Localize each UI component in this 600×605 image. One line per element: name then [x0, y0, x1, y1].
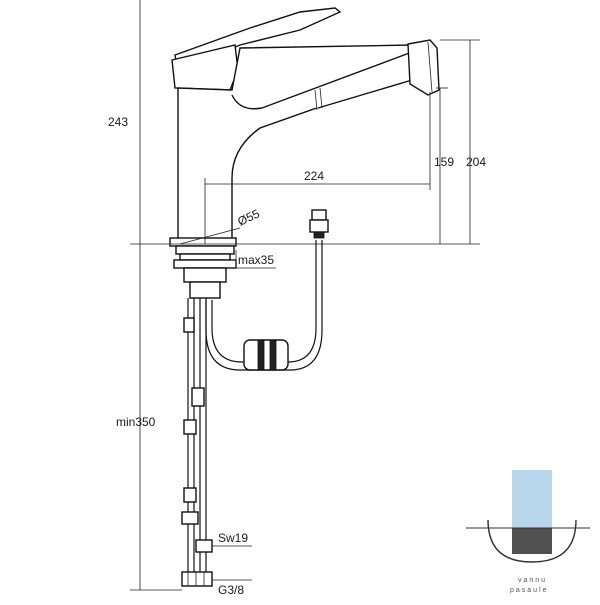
label-sw19: Sw19: [218, 531, 248, 545]
mount-plate: [173, 259, 237, 269]
watermark-logo: vannu pasaule: [462, 462, 600, 600]
dim-55-leader: [179, 227, 241, 245]
pullout-hose: [205, 209, 329, 371]
mounting-assembly: [173, 245, 237, 299]
spout-arm: [231, 50, 413, 110]
spout-seam: [319, 87, 323, 109]
label-159: 159: [434, 155, 454, 169]
label-g38: G3/8: [218, 583, 244, 597]
base-flange: [169, 237, 237, 247]
label-243: 243: [108, 115, 128, 129]
handle-cap: [171, 44, 239, 91]
watermark-blue-block: [512, 470, 552, 528]
watermark-text-1: vannu: [518, 577, 547, 584]
hose-ferrule-4: [183, 487, 197, 503]
watermark-arc: [487, 519, 577, 563]
quick-connector-clip: [313, 231, 325, 239]
spout-seam-2: [314, 89, 318, 111]
counterweight-band-2: [269, 339, 277, 371]
quick-connector-top: [311, 209, 327, 221]
spray-head: [407, 39, 440, 96]
mount-shank: [189, 281, 221, 299]
counterweight-band-1: [257, 339, 265, 371]
spray-head-edge: [427, 41, 433, 93]
watermark-dark-block: [512, 528, 552, 554]
hose-ferrule-3: [183, 419, 197, 435]
supply-hoses: [181, 298, 213, 587]
hose-end-nut: [181, 571, 213, 587]
watermark-text-2: pasaule: [510, 587, 549, 594]
hose-hex-2: [195, 539, 213, 553]
faucet-body: [169, 7, 440, 247]
mount-washer-1: [175, 245, 235, 255]
label-224: 224: [304, 169, 324, 183]
label-204: 204: [466, 155, 486, 169]
mount-washer-2: [179, 253, 231, 261]
hose-ferrule-2: [191, 387, 205, 407]
hose-hex-1: [181, 511, 199, 525]
dimension-labels: 243 159 204 224 Ø55 max35 min350 Sw19 G3…: [108, 115, 486, 597]
counterweight: [243, 339, 289, 371]
label-max35: max35: [238, 253, 274, 267]
quick-connector-body: [309, 219, 329, 233]
hose-ferrule-1: [183, 317, 195, 333]
dimension-lines: [130, 0, 480, 591]
label-min350: min350: [116, 415, 156, 429]
mount-nut: [183, 267, 227, 283]
label-diameter: Ø55: [235, 206, 262, 228]
